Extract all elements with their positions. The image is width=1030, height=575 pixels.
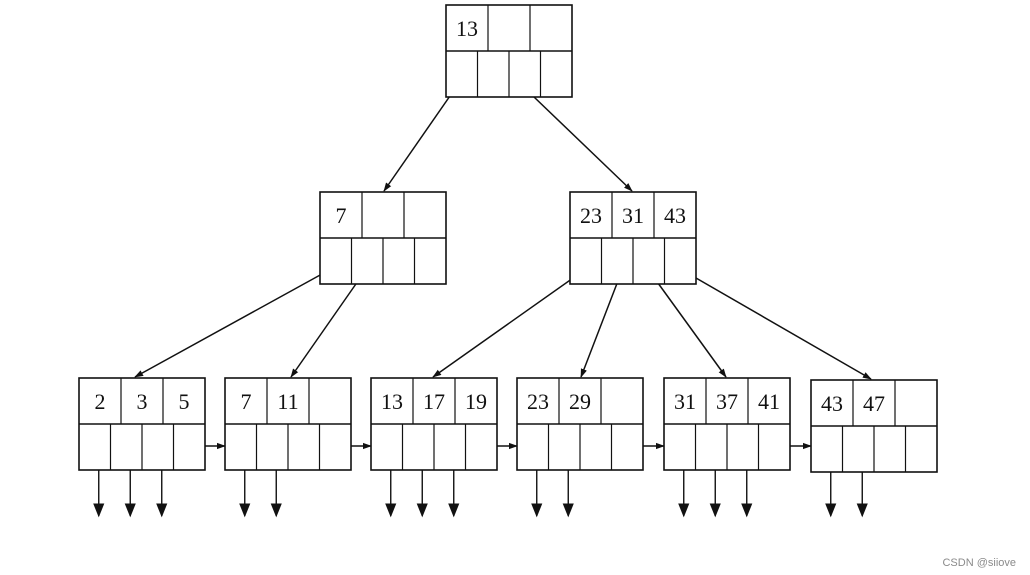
node-key: 5 (179, 389, 190, 414)
node-key: 31 (622, 203, 644, 228)
node-key: 43 (821, 391, 843, 416)
node-key: 13 (456, 16, 478, 41)
node-key: 3 (137, 389, 148, 414)
leaf-node-3: 13 17 19 (370, 377, 498, 471)
node-key: 47 (863, 391, 885, 416)
leaf-node-5: 31 37 41 (663, 377, 791, 471)
node-key: 43 (664, 203, 686, 228)
node-key: 19 (465, 389, 487, 414)
node-key: 31 (674, 389, 696, 414)
node-key: 37 (716, 389, 738, 414)
watermark-text: CSDN @siiove (942, 557, 1016, 569)
node-key: 2 (95, 389, 106, 414)
node-key: 7 (336, 203, 347, 228)
node-key: 29 (569, 389, 591, 414)
node-key: 23 (527, 389, 549, 414)
child-pointer-arrow (134, 261, 345, 378)
node-key: 11 (277, 389, 298, 414)
child-pointer-arrow (432, 261, 597, 378)
leaf-node-6: 43 47 (810, 379, 938, 473)
leaf-node-2: 7 11 (224, 377, 352, 471)
node-key: 41 (758, 389, 780, 414)
child-pointer-arrow (667, 261, 872, 380)
node-key: 17 (423, 389, 445, 414)
leaf-node-1: 2 3 5 (78, 377, 206, 471)
node-key: 7 (241, 389, 252, 414)
node-key: 13 (381, 389, 403, 414)
node-key: 23 (580, 203, 602, 228)
internal-node-2: 23 31 43 (569, 191, 697, 285)
leaf-node-4: 23 29 (516, 377, 644, 471)
internal-node-1: 7 (319, 191, 447, 285)
root-node: 13 (445, 4, 573, 98)
